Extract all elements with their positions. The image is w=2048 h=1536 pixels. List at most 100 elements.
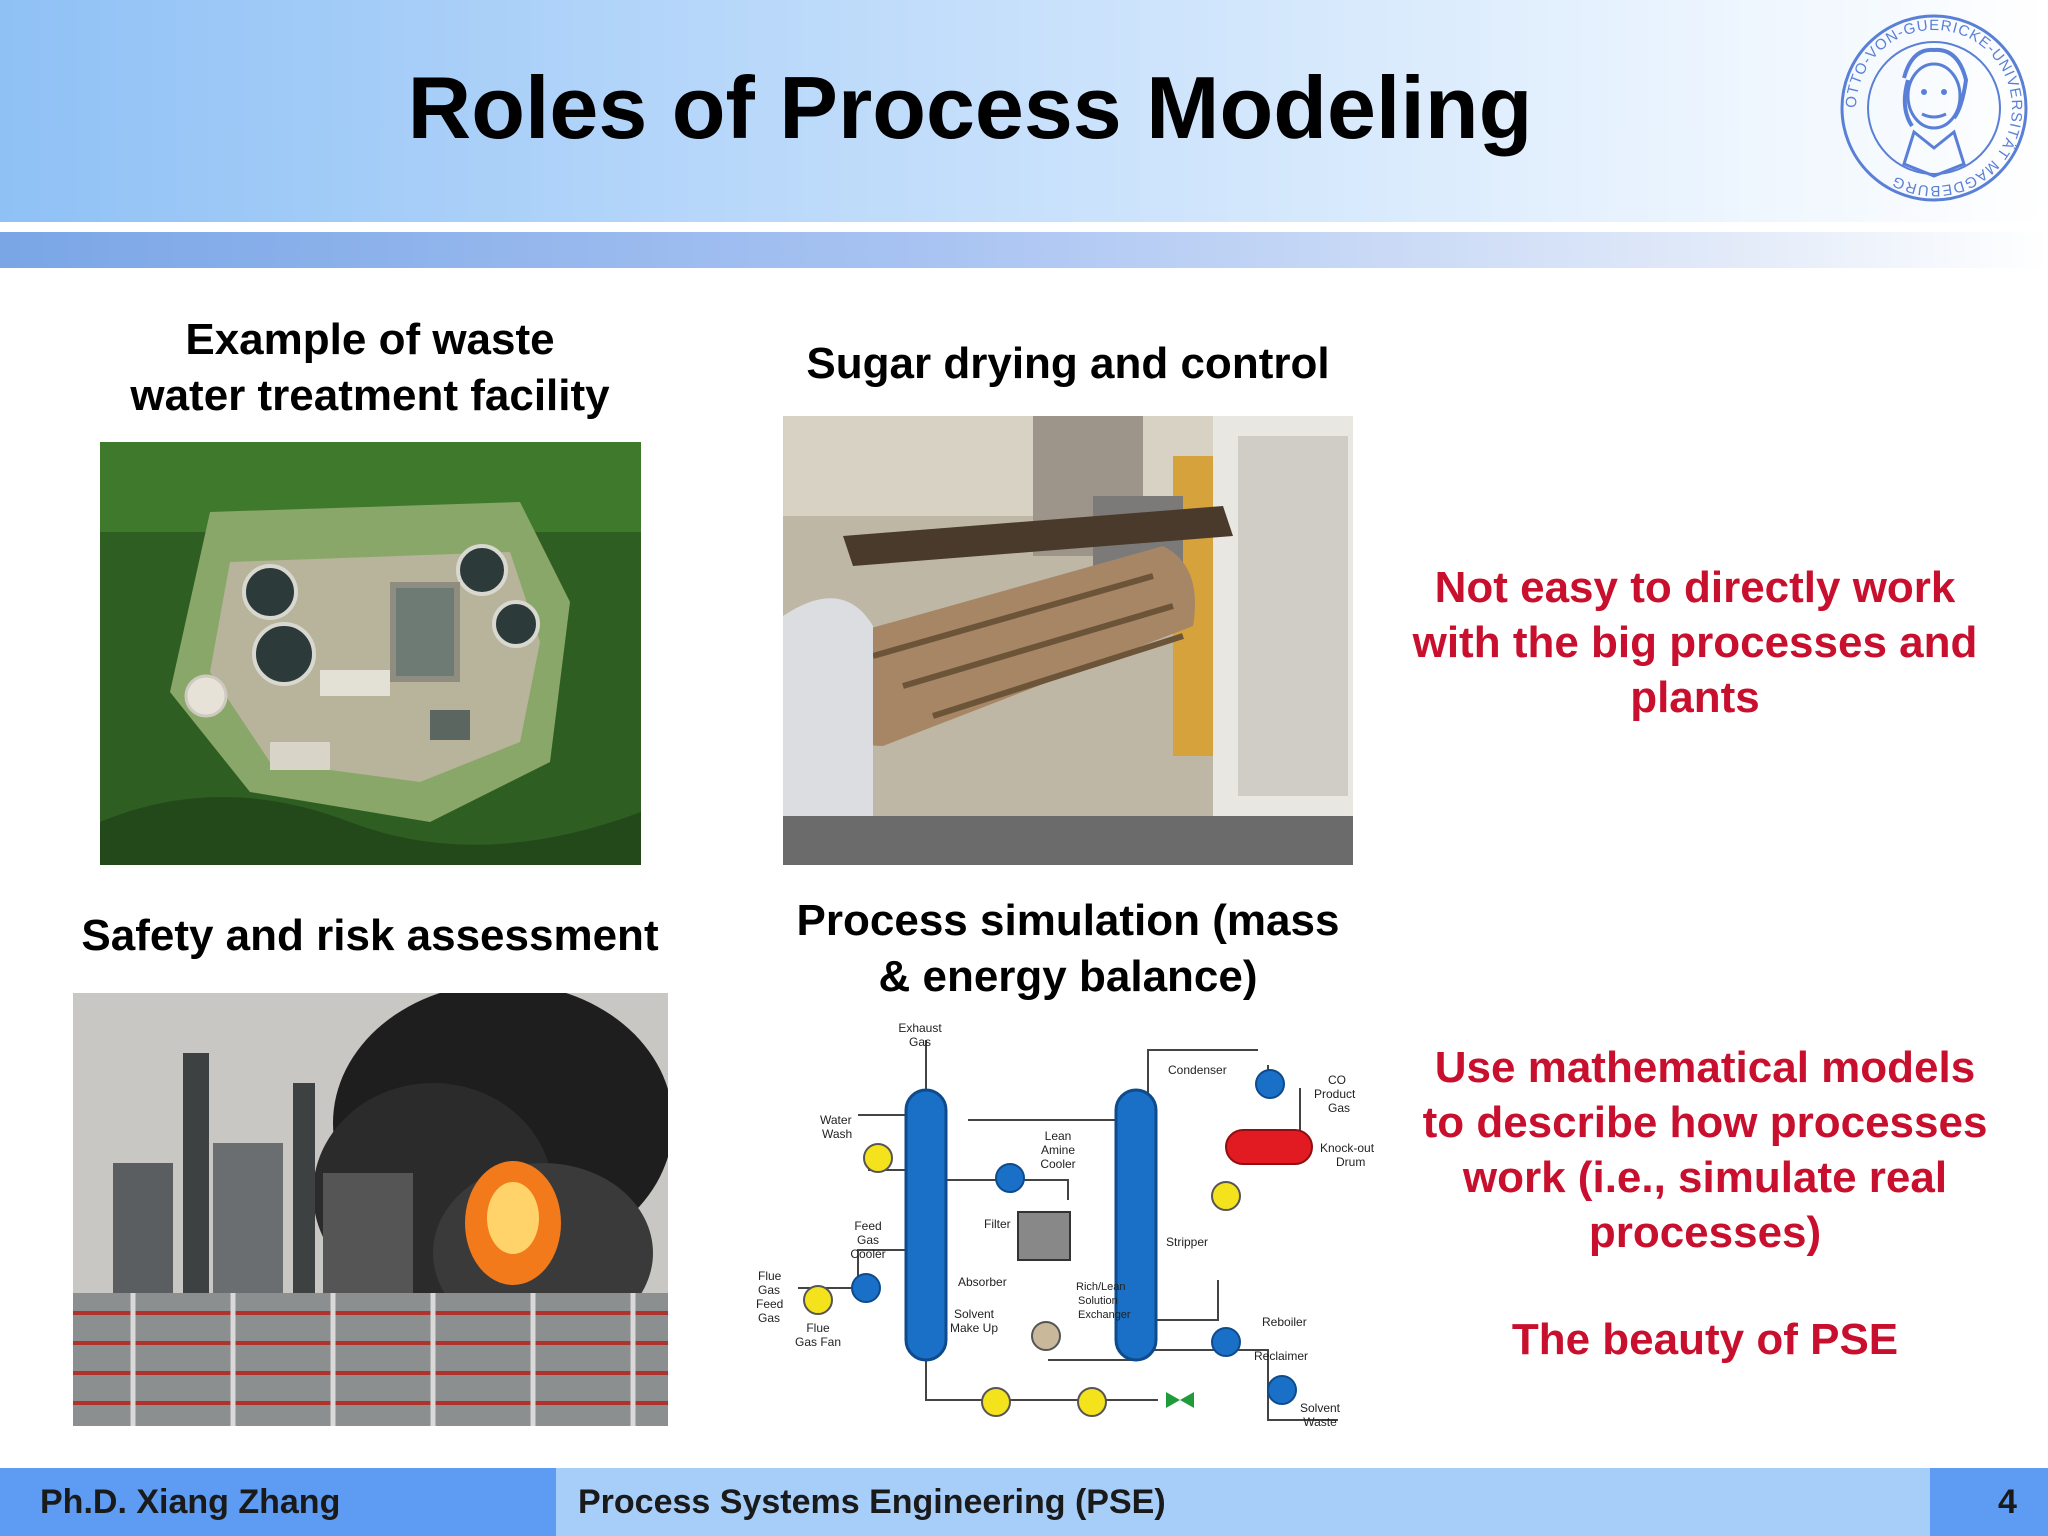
use-models-line-1: Use mathematical models [1434, 1043, 1976, 1092]
wastewater-facility-photo [100, 442, 641, 865]
label-co2-3: Gas [1328, 1101, 1350, 1115]
svg-text:Feed: Feed [756, 1297, 783, 1311]
label-water-wash-2: Wash [822, 1127, 852, 1141]
svg-text:Product: Product [1314, 1087, 1356, 1101]
svg-text:Knock-out: Knock-out [1320, 1141, 1375, 1155]
footer-author: Ph.D. Xiang Zhang [40, 1483, 341, 1521]
svg-text:Cooler: Cooler [850, 1247, 885, 1261]
svg-text:Rich/Lean: Rich/Lean [1076, 1281, 1126, 1293]
label-feed-cooler-3: Cooler [850, 1247, 885, 1261]
label-flue-fan-2: Gas Fan [795, 1335, 841, 1349]
use-models-line-3: work (i.e., simulate real [1462, 1153, 1948, 1202]
label-flue-fan-1: Flue [806, 1321, 830, 1335]
university-seal-logo: OTTO-VON-GUERICKE-UNIVERSITÄT MAGDEBURG [1840, 14, 2028, 202]
use-models-note: Use mathematical models to describe how … [1390, 1040, 2020, 1260]
sugar-dryer-photo [783, 416, 1353, 865]
label-co2-2: Product [1314, 1087, 1356, 1101]
label-solvent-makeup-2: Make Up [950, 1321, 998, 1335]
refinery-fire-photo [73, 993, 668, 1426]
svg-text:Flue: Flue [758, 1269, 782, 1283]
absorber-column [904, 1088, 948, 1362]
label-knockout-1: Knock-out [1320, 1141, 1375, 1155]
svg-text:Solvent: Solvent [1300, 1401, 1341, 1415]
svg-text:Solvent: Solvent [954, 1307, 995, 1321]
label-lean-cooler-2: Amine [1041, 1143, 1075, 1157]
label-reclaimer: Reclaimer [1254, 1349, 1308, 1363]
label-stripper: Stripper [1166, 1235, 1208, 1249]
label-lean-cooler-3: Cooler [1040, 1157, 1075, 1171]
label-flue-feed-1: Flue [758, 1269, 782, 1283]
heat-exchangers [851, 1069, 1297, 1405]
label-rich-lean-3: Exchanger [1078, 1309, 1131, 1321]
svg-text:Cooler: Cooler [1040, 1157, 1075, 1171]
svg-text:Exhaust: Exhaust [898, 1021, 942, 1035]
svg-text:Drum: Drum [1336, 1155, 1365, 1169]
page-title: Roles of Process Modeling [407, 58, 1533, 157]
label-flue-feed-4: Gas [758, 1311, 780, 1325]
not-easy-line-2: with the big processes and [1412, 618, 1978, 667]
not-easy-line-3: plants [1630, 673, 1760, 722]
label-water-wash-1: Water [820, 1113, 852, 1127]
label-rich-lean-1: Rich/Lean [1076, 1281, 1126, 1293]
sugar-caption: Sugar drying and control [806, 339, 1330, 388]
pumps [803, 1143, 1241, 1417]
footer-author-band: Ph.D. Xiang Zhang [0, 1468, 556, 1536]
label-absorber: Absorber [958, 1275, 1007, 1289]
label-rich-lean-2: Solution [1078, 1295, 1118, 1307]
svg-text:Filter: Filter [984, 1217, 1011, 1231]
label-solvent-waste-1: Solvent [1300, 1401, 1341, 1415]
simulation-caption-line-1: Process simulation (mass [796, 896, 1340, 945]
svg-text:Reclaimer: Reclaimer [1254, 1349, 1308, 1363]
process-flow-diagram: Exhaust Gas Water Wash Lean Amine Cooler… [748, 1020, 1390, 1430]
svg-text:Gas: Gas [1328, 1101, 1350, 1115]
simulation-caption: Process simulation (mass & energy balanc… [760, 893, 1376, 1005]
label-condenser: Condenser [1168, 1063, 1227, 1077]
label-reboiler: Reboiler [1262, 1315, 1307, 1329]
valve-right [1180, 1392, 1194, 1408]
header-band [0, 0, 2048, 222]
svg-text:Feed: Feed [854, 1219, 881, 1233]
svg-text:Stripper: Stripper [1166, 1235, 1208, 1249]
svg-text:Gas Fan: Gas Fan [795, 1335, 841, 1349]
footer-course: Process Systems Engineering (PSE) [578, 1483, 1166, 1521]
footer-page-band: 4 [1930, 1468, 2048, 1536]
svg-text:Condenser: Condenser [1168, 1063, 1227, 1077]
wastewater-caption-line-2: water treatment facility [130, 371, 610, 420]
label-co2-1: CO [1328, 1073, 1346, 1087]
svg-text:Gas: Gas [857, 1233, 879, 1247]
svg-text:Exchanger: Exchanger [1078, 1309, 1131, 1321]
label-solvent-waste-2: Waste [1303, 1415, 1337, 1429]
svg-text:Flue: Flue [806, 1321, 830, 1335]
stripper-column [1114, 1088, 1158, 1362]
label-filter: Filter [984, 1217, 1011, 1231]
knockout-drum [1225, 1129, 1313, 1165]
svg-text:Gas: Gas [909, 1035, 931, 1049]
header-stripe [0, 232, 2048, 268]
label-exhaust-1: Exhaust [898, 1021, 942, 1035]
filter-box [1017, 1211, 1071, 1261]
label-solvent-makeup-1: Solvent [954, 1307, 995, 1321]
simulation-caption-line-2: & energy balance) [878, 952, 1258, 1001]
svg-text:Water: Water [820, 1113, 852, 1127]
svg-text:Gas: Gas [758, 1283, 780, 1297]
label-flue-feed-3: Feed [756, 1297, 783, 1311]
safety-caption: Safety and risk assessment [81, 911, 659, 960]
label-feed-cooler-1: Feed [854, 1219, 881, 1233]
svg-text:Reboiler: Reboiler [1262, 1315, 1307, 1329]
page-number: 4 [1998, 1483, 2017, 1521]
footer-course-band: Process Systems Engineering (PSE) [556, 1468, 1930, 1536]
rich-lean-exchanger [1031, 1321, 1061, 1351]
label-exhaust-2: Gas [909, 1035, 931, 1049]
svg-text:CO: CO [1328, 1073, 1346, 1087]
wastewater-caption-line-1: Example of waste [185, 315, 555, 364]
svg-text:Lean: Lean [1045, 1129, 1072, 1143]
svg-text:OTTO-VON-GUERICKE-UNIVERSITÄT: OTTO-VON-GUERICKE-UNIVERSITÄT MAGDEBURG [1843, 17, 2025, 199]
svg-text:Wash: Wash [822, 1127, 852, 1141]
label-knockout-2: Drum [1336, 1155, 1365, 1169]
svg-text:Amine: Amine [1041, 1143, 1075, 1157]
use-models-line-2: to describe how processes [1422, 1098, 1988, 1147]
label-flue-feed-2: Gas [758, 1283, 780, 1297]
svg-text:Absorber: Absorber [958, 1275, 1007, 1289]
not-easy-line-1: Not easy to directly work [1434, 563, 1956, 612]
valve-left [1166, 1392, 1180, 1408]
